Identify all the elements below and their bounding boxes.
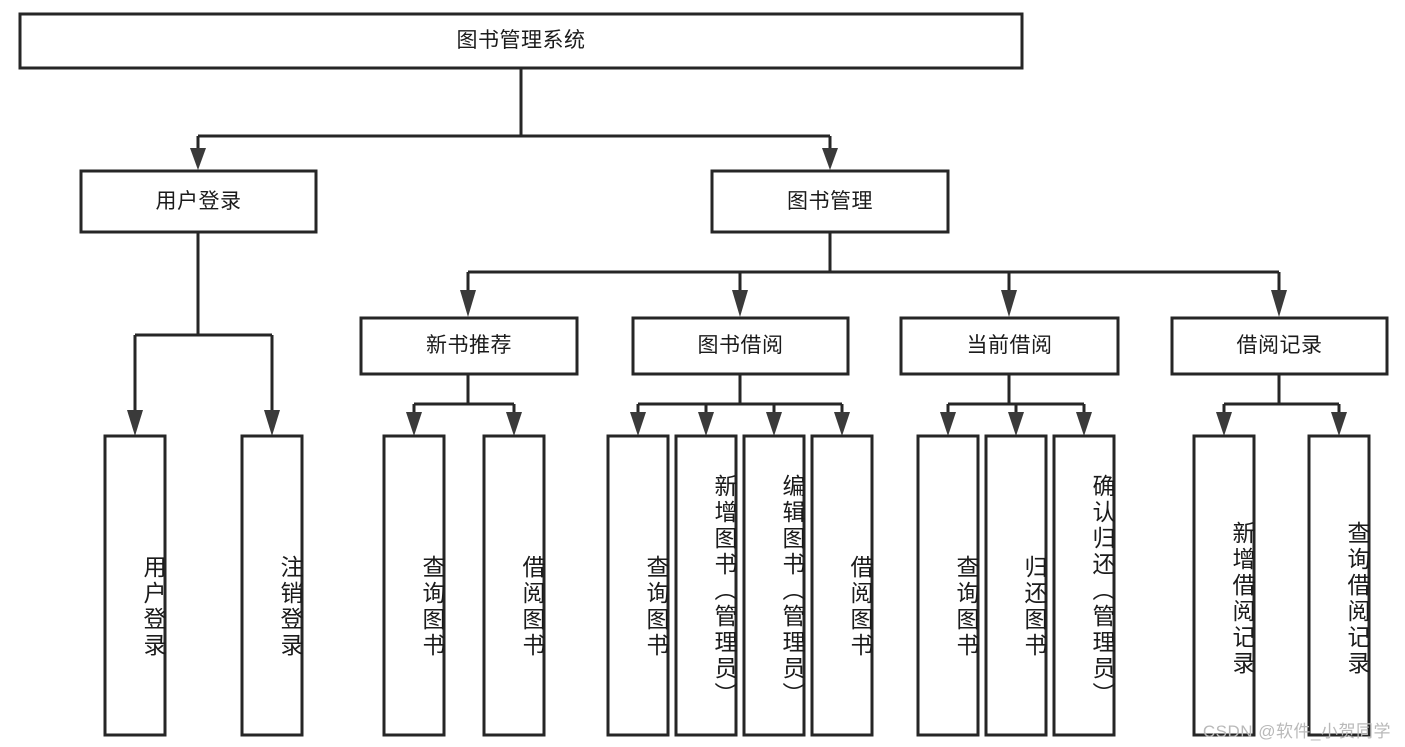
node-leaf-confirm-return-box[interactable] bbox=[1052, 434, 1116, 737]
node-leaf-edit-book-box[interactable] bbox=[742, 434, 806, 737]
node-leaf-query-book-2-box[interactable] bbox=[606, 434, 670, 737]
arrow-bb-leaf-3 bbox=[766, 412, 782, 436]
node-current-borrow-box[interactable] bbox=[899, 316, 1120, 376]
arrow-root-to-book-manage bbox=[822, 148, 838, 170]
node-user-login-box[interactable] bbox=[79, 169, 318, 234]
node-root[interactable] bbox=[20, 14, 1022, 68]
arrow-bb-leaf-2 bbox=[698, 412, 714, 436]
node-leaf-query-book-3[interactable] bbox=[918, 436, 978, 735]
node-leaf-query-book-3-box[interactable] bbox=[916, 434, 980, 737]
node-leaf-user-logout-box[interactable] bbox=[240, 434, 304, 737]
node-leaf-add-book-box[interactable] bbox=[674, 434, 738, 737]
node-book-manage[interactable] bbox=[712, 171, 948, 232]
node-leaf-user-login[interactable] bbox=[105, 436, 165, 735]
arrow-cb-leaf-3 bbox=[1076, 412, 1092, 436]
node-leaf-return-book-box[interactable] bbox=[984, 434, 1048, 737]
node-leaf-borrow-book-2[interactable] bbox=[812, 436, 872, 735]
arrow-to-current-borrow bbox=[1001, 290, 1017, 317]
node-leaf-borrow-book-1-box[interactable] bbox=[482, 434, 546, 737]
node-leaf-query-book-1-box[interactable] bbox=[382, 434, 446, 737]
node-root-box[interactable] bbox=[18, 12, 1024, 70]
watermark-text: CSDN @软件_小贺同学 bbox=[1202, 722, 1391, 741]
arrow-to-new-book-recommend bbox=[460, 290, 476, 317]
node-leaf-query-record-box[interactable] bbox=[1307, 434, 1371, 737]
arrow-user-login-leaf-2 bbox=[264, 410, 280, 436]
node-book-manage-box[interactable] bbox=[710, 169, 950, 234]
node-book-borrow[interactable] bbox=[633, 318, 848, 374]
arrow-br-leaf-2 bbox=[1331, 412, 1347, 436]
node-new-book-recommend-box[interactable] bbox=[359, 316, 579, 376]
node-leaf-borrow-book-1[interactable] bbox=[484, 436, 544, 735]
node-leaf-add-record-box[interactable] bbox=[1192, 434, 1256, 737]
node-leaf-add-book[interactable] bbox=[676, 436, 736, 735]
node-leaf-user-logout[interactable] bbox=[242, 436, 302, 735]
arrow-nbr-leaf-1 bbox=[406, 412, 422, 436]
node-leaf-user-login-box[interactable] bbox=[103, 434, 167, 737]
node-book-borrow-box[interactable] bbox=[631, 316, 850, 376]
node-leaf-borrow-book-2-box[interactable] bbox=[810, 434, 874, 737]
arrow-user-login-leaf-1 bbox=[127, 410, 143, 436]
node-new-book-recommend[interactable] bbox=[361, 318, 577, 374]
arrow-root-to-user-login bbox=[190, 148, 206, 170]
arrow-nbr-leaf-2 bbox=[506, 412, 522, 436]
node-leaf-add-record[interactable] bbox=[1194, 436, 1254, 735]
arrow-cb-leaf-2 bbox=[1008, 412, 1024, 436]
arrow-bb-leaf-1 bbox=[630, 412, 646, 436]
arrow-bb-leaf-4 bbox=[834, 412, 850, 436]
node-leaf-confirm-return[interactable] bbox=[1054, 436, 1114, 735]
arrow-to-borrow-record bbox=[1271, 290, 1287, 317]
node-user-login[interactable] bbox=[81, 171, 316, 232]
node-leaf-edit-book[interactable] bbox=[744, 436, 804, 735]
arrow-cb-leaf-1 bbox=[940, 412, 956, 436]
node-current-borrow[interactable] bbox=[901, 318, 1118, 374]
node-leaf-query-record[interactable] bbox=[1309, 436, 1369, 735]
arrow-br-leaf-1 bbox=[1216, 412, 1232, 436]
node-borrow-record[interactable] bbox=[1172, 318, 1387, 374]
node-leaf-query-book-1[interactable] bbox=[384, 436, 444, 735]
node-leaf-query-book-2[interactable] bbox=[608, 436, 668, 735]
node-leaf-return-book[interactable] bbox=[986, 436, 1046, 735]
arrow-to-book-borrow bbox=[732, 290, 748, 317]
